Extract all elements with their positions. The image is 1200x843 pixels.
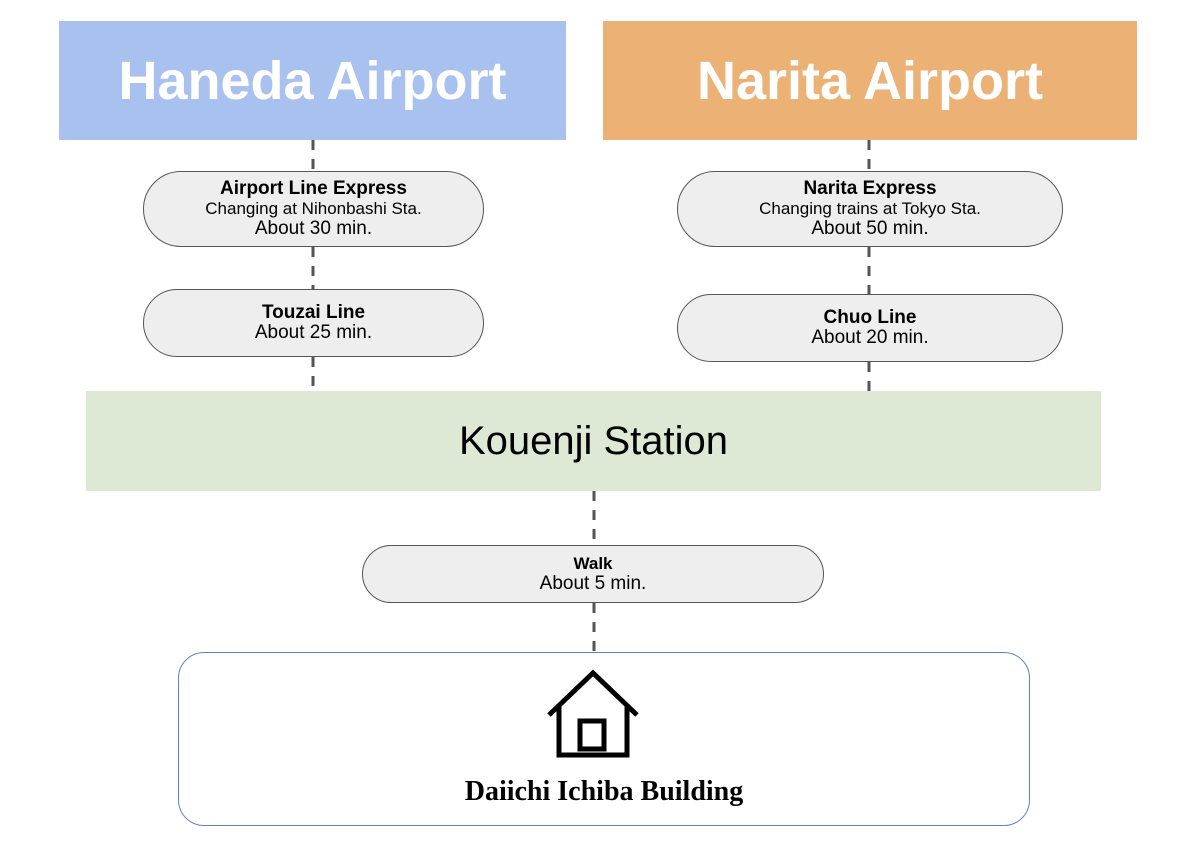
destination-box: Daiichi Ichiba Building <box>178 652 1030 826</box>
touzai-line-pill: Touzai Line About 25 min. <box>143 289 484 357</box>
route-duration: About 30 min. <box>254 218 373 239</box>
walk-mode: Walk <box>573 554 613 573</box>
house-icon <box>547 669 639 758</box>
route-note: Changing trains at Tokyo Sta. <box>759 199 981 218</box>
narita-airport-label: Narita Airport <box>696 50 1044 111</box>
station-label: Kouenji Station <box>458 418 729 463</box>
walk-duration: About 5 min. <box>539 573 647 594</box>
narita-express-pill: Narita Express Changing trains at Tokyo … <box>677 171 1063 247</box>
route-note: Changing at Nihonbashi Sta. <box>205 199 422 218</box>
chuo-line-pill: Chuo Line About 20 min. <box>677 294 1063 362</box>
destination-label: Daiichi Ichiba Building <box>464 776 744 807</box>
route-duration: About 50 min. <box>811 218 929 239</box>
narita-airport-box: Narita Airport <box>603 21 1137 140</box>
kouenji-station-box: Kouenji Station <box>86 391 1101 491</box>
route-duration: About 20 min. <box>811 327 929 348</box>
haneda-airport-box: Haneda Airport <box>59 21 566 140</box>
route-line-name: Narita Express <box>803 178 937 199</box>
haneda-airport-label: Haneda Airport <box>118 50 507 111</box>
airport-line-express-pill: Airport Line Express Changing at Nihonba… <box>143 171 484 247</box>
route-line-name: Touzai Line <box>261 302 366 323</box>
route-line-name: Airport Line Express <box>220 178 407 199</box>
walk-pill: Walk About 5 min. <box>362 545 824 603</box>
route-line-name: Chuo Line <box>823 307 917 328</box>
route-duration: About 25 min. <box>254 322 373 343</box>
